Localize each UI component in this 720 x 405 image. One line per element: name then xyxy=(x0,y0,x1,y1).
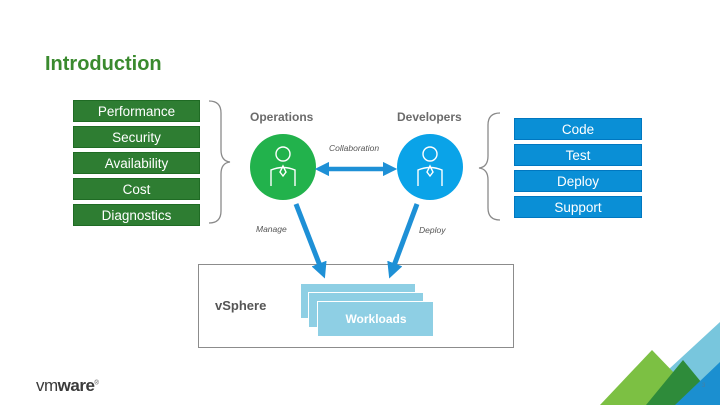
ops-brace xyxy=(208,100,231,224)
vmware-logo-light: vm xyxy=(36,376,58,395)
manage-arrow xyxy=(293,203,327,279)
dev-task-deploy: Deploy xyxy=(514,170,642,192)
developers-label: Developers xyxy=(397,110,462,124)
developers-person-icon xyxy=(417,146,443,186)
vmware-logo-bold: ware xyxy=(57,376,95,395)
deploy-arrow xyxy=(387,203,420,279)
operations-person-icon xyxy=(270,146,296,186)
ops-concern-performance: Performance xyxy=(73,100,200,122)
vmware-logo: vmware® xyxy=(36,376,99,396)
corner-triangle-blue xyxy=(675,362,720,405)
slide-title: Introduction xyxy=(45,53,162,75)
ops-concern-diagnostics: Diagnostics xyxy=(73,204,200,226)
dev-task-test: Test xyxy=(514,144,642,166)
manage-label: Manage xyxy=(256,224,287,234)
vsphere-label: vSphere xyxy=(215,298,267,313)
page-number: 3 xyxy=(702,383,706,389)
dev-brace xyxy=(478,112,501,221)
vmware-logo-mark: ® xyxy=(94,380,99,387)
workloads-label: Workloads xyxy=(345,312,407,326)
collaboration-label: Collaboration xyxy=(329,143,380,153)
operations-label: Operations xyxy=(250,110,314,124)
deploy-label: Deploy xyxy=(419,225,446,235)
dev-task-support: Support xyxy=(514,196,642,218)
ops-concern-cost: Cost xyxy=(73,178,200,200)
workload-card-front xyxy=(317,301,434,337)
dev-task-code: Code xyxy=(514,118,642,140)
ops-concern-security: Security xyxy=(73,126,200,148)
ops-concern-availability: Availability xyxy=(73,152,200,174)
